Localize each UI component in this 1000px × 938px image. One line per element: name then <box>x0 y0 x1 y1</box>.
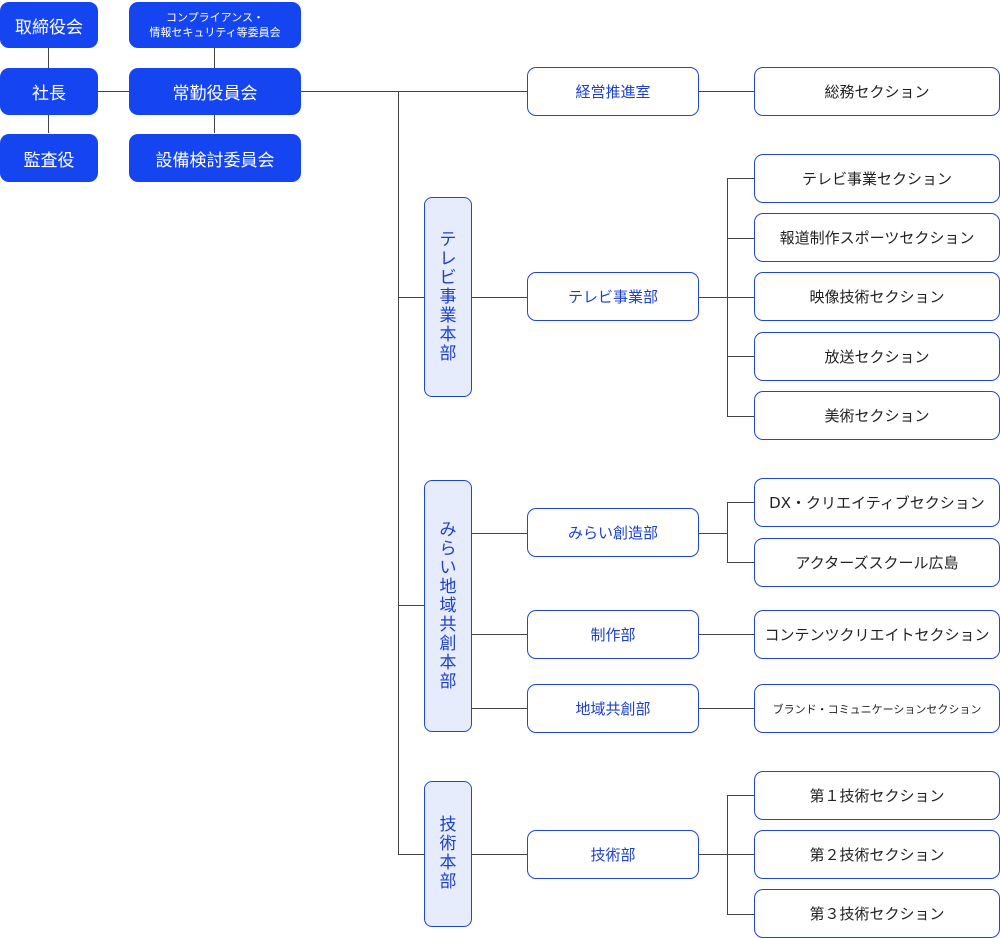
section-tv-box: テレビ事業セクション <box>754 154 1000 203</box>
dept-keiei-box: 経営推進室 <box>527 67 699 116</box>
connector <box>698 533 727 534</box>
connector <box>727 416 754 417</box>
section-contents-box: コンテンツクリエイトセクション <box>754 610 1000 659</box>
connector <box>727 562 754 563</box>
dept-chiiki-box: 地域共創部 <box>527 684 699 733</box>
section-eizo-box: 映像技術セクション <box>754 272 1000 321</box>
section-label: 第１技術セクション <box>809 787 945 805</box>
dept-label: 制作部 <box>590 626 636 644</box>
dept-gijutsu-box: 技術部 <box>527 830 699 879</box>
connector <box>300 91 528 92</box>
board-box: 取締役会 <box>0 2 98 48</box>
connector <box>727 795 754 796</box>
dept-label: 経営推進室 <box>575 83 651 101</box>
section-bijutsu-box: 美術セクション <box>754 391 1000 440</box>
dept-label: テレビ事業部 <box>567 288 658 306</box>
section-label: アクターズスクール広島 <box>795 554 959 572</box>
section-label: 第２技術セクション <box>809 846 945 864</box>
connector <box>471 634 528 635</box>
section-label: コンテンツクリエイトセクション <box>764 626 990 644</box>
section-label: 放送セクション <box>824 348 930 366</box>
hq-tv-label: テレビ事業本部 <box>439 229 457 364</box>
section-somu-box: 総務セクション <box>754 67 1000 116</box>
connector <box>698 634 754 635</box>
section-label: 映像技術セクション <box>809 288 945 306</box>
president-box: 社長 <box>0 68 98 115</box>
connector <box>698 91 754 92</box>
dept-tv-box: テレビ事業部 <box>527 272 699 321</box>
dept-label: みらい創造部 <box>567 524 658 542</box>
connector <box>398 854 424 855</box>
connector <box>698 297 727 298</box>
compliance-label-line2: 情報セキュリティ等委員会 <box>149 26 281 39</box>
dept-label: 技術部 <box>590 846 636 864</box>
hq-mirai-box: みらい地域共創本部 <box>424 480 472 732</box>
connector <box>727 238 754 239</box>
executive-board-label: 常勤役員会 <box>172 84 258 104</box>
connector <box>727 914 754 915</box>
board-label: 取締役会 <box>15 17 83 38</box>
section-label: 総務セクション <box>824 83 930 101</box>
section-actors-box: アクターズスクール広島 <box>754 538 1000 587</box>
connector <box>727 178 754 179</box>
compliance-label-line1: コンプライアンス・ <box>165 11 264 24</box>
connector <box>471 297 528 298</box>
dept-mirai-box: みらい創造部 <box>527 508 699 557</box>
section-label: テレビ事業セクション <box>801 170 952 188</box>
auditor-box: 監査役 <box>0 134 98 182</box>
section-label: 第３技術セクション <box>809 905 945 923</box>
connector <box>97 91 129 92</box>
compliance-committee-box: コンプライアンス・ 情報セキュリティ等委員会 <box>129 2 301 48</box>
connector <box>727 356 754 357</box>
connector <box>727 502 728 563</box>
connector <box>698 708 754 709</box>
dept-seisaku-box: 制作部 <box>527 610 699 659</box>
hq-tv-box: テレビ事業本部 <box>424 197 472 397</box>
facility-committee-label: 設備検討委員会 <box>155 150 275 171</box>
connector <box>398 91 399 855</box>
facility-committee-box: 設備検討委員会 <box>129 134 301 182</box>
hq-tech-label: 技術本部 <box>439 815 457 892</box>
connector <box>398 297 424 298</box>
connector <box>698 854 727 855</box>
section-hodo-box: 報道制作スポーツセクション <box>754 213 1000 262</box>
connector <box>398 605 424 606</box>
section-brand-box: ブランド・コミュニケーションセクション <box>754 684 1000 733</box>
section-label: 報道制作スポーツセクション <box>779 229 975 247</box>
section-tech1-box: 第１技術セクション <box>754 771 1000 820</box>
dept-label: 地域共創部 <box>575 700 651 718</box>
section-label: 美術セクション <box>824 407 930 425</box>
section-tech3-box: 第３技術セクション <box>754 889 1000 938</box>
section-label: ブランド・コミュニケーションセクション <box>772 702 982 716</box>
section-dx-box: DX・クリエイティブセクション <box>754 478 1000 527</box>
executive-board-box: 常勤役員会 <box>129 68 301 115</box>
president-label: 社長 <box>32 84 66 104</box>
hq-mirai-label: みらい地域共創本部 <box>439 519 457 692</box>
connector <box>727 854 754 855</box>
connector <box>471 708 528 709</box>
connector <box>727 502 754 503</box>
section-tech2-box: 第２技術セクション <box>754 830 1000 879</box>
hq-tech-box: 技術本部 <box>424 781 472 927</box>
auditor-label: 監査役 <box>23 150 75 171</box>
connector <box>471 533 528 534</box>
section-label: DX・クリエイティブセクション <box>769 494 985 512</box>
connector <box>471 854 528 855</box>
section-hoso-box: 放送セクション <box>754 332 1000 381</box>
connector <box>727 297 754 298</box>
